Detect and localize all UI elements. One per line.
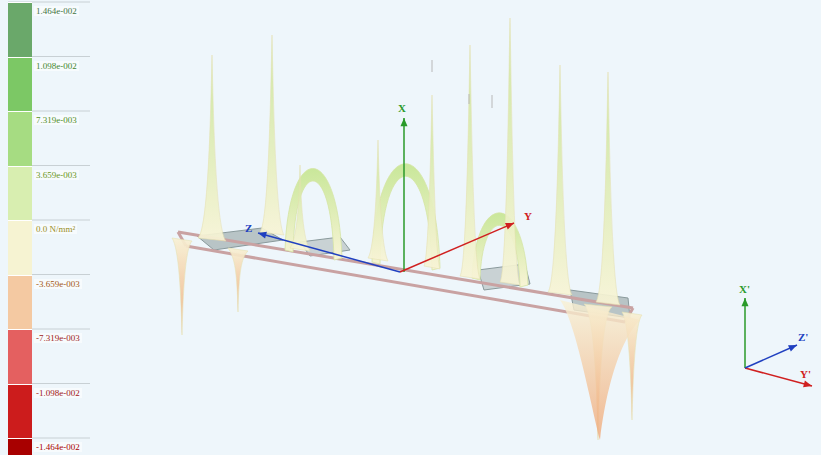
axis-arrowhead [400,118,407,126]
colorbar-band [8,438,32,455]
axis-arrowhead [258,232,267,239]
colorbar-band [8,166,32,221]
stress-arch [472,213,528,287]
tick-mark [492,95,493,108]
axis-label: X [398,102,406,114]
colorbar-band [8,220,32,275]
axis-arrowhead [788,345,797,352]
stress-spike [368,140,388,261]
colorbar-value: 1.098e-002 [34,61,79,71]
tick-mark [432,60,433,72]
axis-arrowhead [803,380,812,387]
stress-spike [596,72,620,305]
stress-spike [460,45,480,279]
y-axis [745,368,812,386]
axis-label: Y [524,210,532,222]
z-axis [745,345,797,368]
stress-spike [172,238,192,335]
axis-arrowhead [505,223,514,229]
colorbar-band [8,57,32,112]
axis-label: Z [245,222,252,234]
colorbar-value: -7.319e-003 [34,333,82,343]
colorbar-band [8,111,32,166]
stress-spike [424,95,440,269]
stress-lobe [560,300,640,440]
colorbar-band [8,2,32,57]
stress-spike [260,35,284,235]
stress-spike [198,55,226,241]
y-axis [400,223,514,272]
colorbar-band [8,384,32,439]
stress-spike [290,165,310,251]
colorbar-band [8,329,32,384]
stress-surface [172,18,642,440]
colorbar-value: 7.319e-003 [34,115,79,125]
stress-spike [500,18,520,285]
colorbar-value: 1.464e-002 [34,6,79,16]
axis-label: Y' [800,368,811,380]
x-axis [744,298,746,368]
colorbar-band [8,275,32,330]
colorbar-value: -1.464e-002 [34,442,82,452]
colorbar-value: 0.0 N/mm² [34,224,77,234]
axis-label: X' [739,283,750,295]
z-axis [258,233,400,272]
stress-spike [548,65,572,295]
axis-label: Z' [798,331,808,343]
colorbar-value: 3.659e-003 [34,170,79,180]
stress-spike [228,248,248,312]
colorbar-value: -3.659e-003 [34,279,82,289]
tick-mark [469,94,470,104]
colorbar-value: -1.098e-002 [34,388,82,398]
x-axis [403,118,405,272]
axis-arrowhead [741,298,748,306]
